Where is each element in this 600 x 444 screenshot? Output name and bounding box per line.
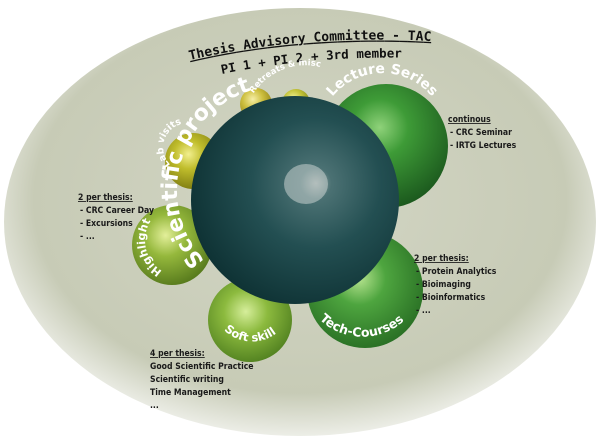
lecture-annotation-heading: continous (448, 115, 491, 125)
lecture-annotation: continous - CRC Seminar - IRTG Lectures (448, 115, 517, 151)
highlights-annotation-item: - Excursions (80, 219, 133, 229)
lecture-annotation-item: - CRC Seminar (450, 128, 512, 138)
soft-skills-annotation-heading: 4 per thesis: (150, 349, 205, 359)
tech-annotation-item: - Bioinformatics (416, 293, 486, 303)
soft-skills-annotation-item: Good Scientific Practice (150, 362, 254, 372)
tech-annotation-heading: 2 per thesis: (414, 254, 469, 264)
tech-annotation: 2 per thesis: - Protein Analytics - Bioi… (414, 254, 497, 316)
highlights-annotation-heading: 2 per thesis: (78, 193, 133, 203)
soft-skills-annotation-item: ... (150, 401, 159, 411)
highlights-annotation-item: - CRC Career Day (80, 206, 154, 216)
center-highlight (284, 164, 328, 204)
soft-skills-annotation-item: Time Management (150, 388, 231, 398)
soft-skills-annotation: 4 per thesis: Good Scientific Practice S… (150, 349, 254, 411)
soft-skills-annotation-item: Scientific writing (150, 375, 224, 385)
highlights-annotation-item: - ... (80, 232, 95, 242)
tech-annotation-item: - Bioimaging (416, 280, 471, 290)
lecture-annotation-item: - IRTG Lectures (450, 141, 517, 151)
highlights-sphere (132, 205, 212, 285)
tech-annotation-item: - Protein Analytics (416, 267, 497, 277)
tech-annotation-item: - ... (416, 306, 431, 316)
highlights-annotation: 2 per thesis: - CRC Career Day - Excursi… (78, 193, 154, 242)
